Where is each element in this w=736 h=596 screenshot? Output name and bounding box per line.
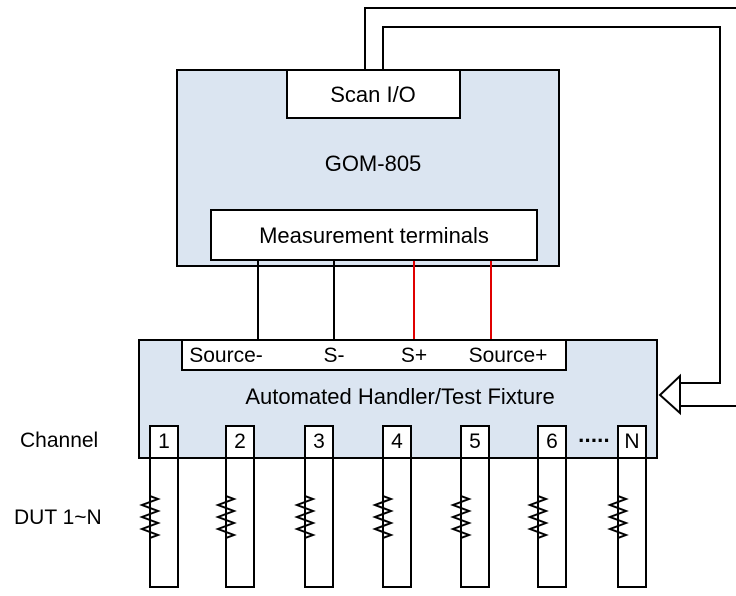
channel-box [617, 425, 647, 459]
channel-6: 6 [527, 425, 567, 588]
measurement-terminals-box [210, 209, 538, 261]
channel-1: 1 [139, 425, 179, 588]
channel-number: 4 [391, 430, 403, 453]
arrow-icon [658, 373, 681, 416]
dut-loop [460, 458, 490, 588]
dut-loop [537, 458, 567, 588]
resistor-icon [139, 490, 161, 545]
fixture-terminals-box [181, 339, 567, 371]
channel-number: 3 [313, 430, 325, 453]
scan-io-box [286, 69, 461, 119]
device-name: GOM-805 [325, 151, 422, 176]
dut-loop [304, 458, 334, 588]
channel-4: 4 [372, 425, 412, 588]
channel-3: 3 [294, 425, 334, 588]
channel-n: N [607, 425, 647, 588]
channel-ellipsis: ····· [578, 428, 610, 453]
channel-number: 6 [546, 430, 558, 453]
resistor-icon [215, 490, 237, 545]
channel-number: N [624, 430, 639, 453]
measurement-terminals-label: Measurement terminals [259, 223, 489, 248]
channel-label: Channel [20, 429, 98, 452]
channel-number: 2 [234, 430, 246, 453]
resistor-icon [294, 490, 316, 545]
channel-2: 2 [215, 425, 255, 588]
channel-box [382, 425, 412, 459]
channel-box [304, 425, 334, 459]
dut-loop [149, 458, 179, 588]
dut-loop [617, 458, 647, 588]
scan-cable-outer [364, 7, 736, 70]
channel-number: 5 [469, 430, 481, 453]
channel-box [537, 425, 567, 459]
channel-5: 5 [450, 425, 490, 588]
resistor-icon [450, 490, 472, 545]
channel-box [149, 425, 179, 459]
fixture-title: Automated Handler/Test Fixture [245, 384, 554, 409]
scan-io-label: Scan I/O [330, 82, 416, 107]
dut-loop [225, 458, 255, 588]
resistor-icon [607, 490, 629, 545]
dut-loop [382, 458, 412, 588]
resistor-icon [527, 490, 549, 545]
channel-box [225, 425, 255, 459]
terminal-source-plus: Source+ [469, 344, 548, 367]
channel-box [460, 425, 490, 459]
terminal-source-minus: Source- [189, 344, 263, 367]
dut-label: DUT 1~N [14, 506, 102, 529]
resistor-icon [372, 490, 394, 545]
channel-number: 1 [158, 430, 170, 453]
scan-cable-inner [382, 26, 721, 384]
terminal-sense-minus: S- [324, 344, 345, 367]
terminal-sense-plus: S+ [401, 344, 427, 367]
